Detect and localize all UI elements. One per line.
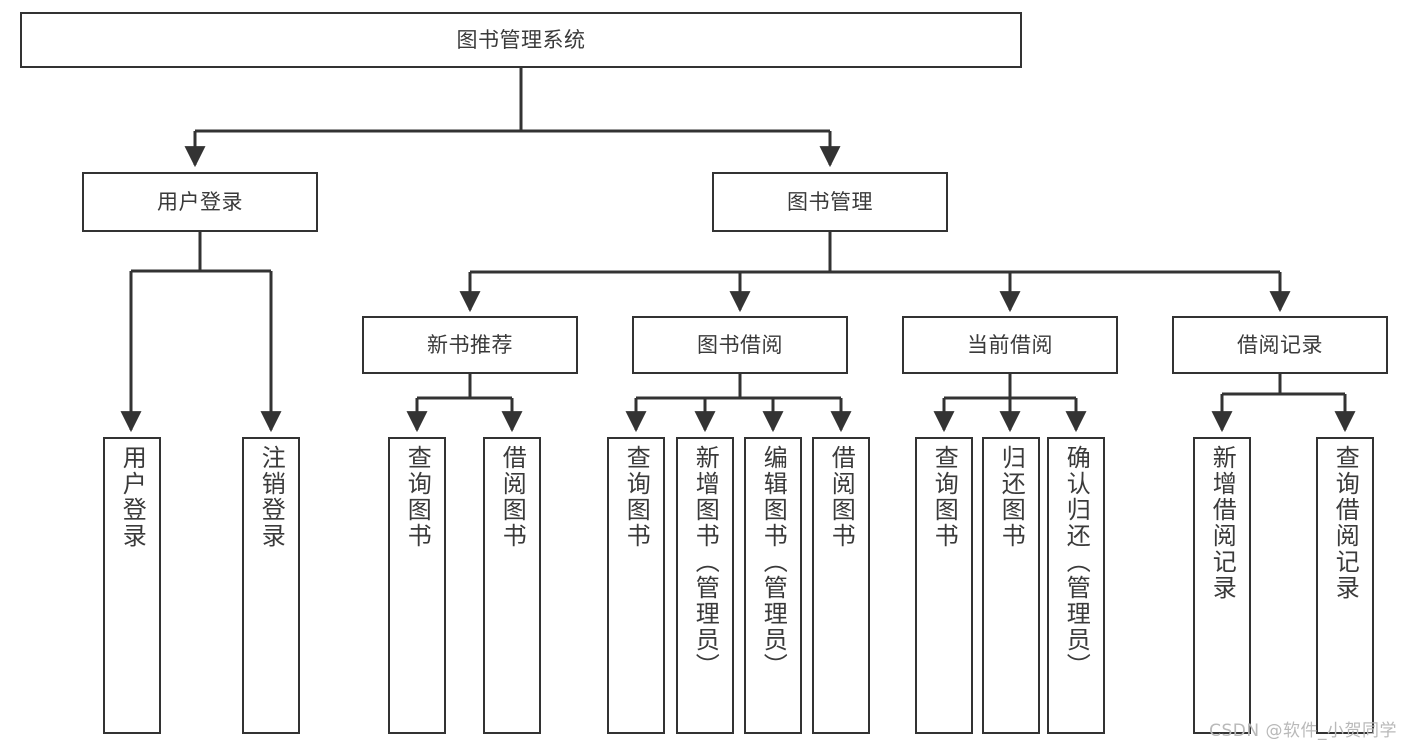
leaf-borrow-record-1-label: 查询借阅记录 <box>1331 445 1360 601</box>
leaf-user-login-1[interactable]: 注销登录 <box>242 437 300 734</box>
leaf-book-borrow-2[interactable]: 编辑图书（管理员） <box>744 437 802 734</box>
leaf-current-borrow-0-label: 查询图书 <box>930 445 959 549</box>
node-book-borrow-label: 图书借阅 <box>697 332 783 357</box>
node-current-borrow-label: 当前借阅 <box>967 332 1053 357</box>
node-book-borrow[interactable]: 图书借阅 <box>632 316 848 374</box>
leaf-user-login-1-label: 注销登录 <box>257 445 286 549</box>
node-root[interactable]: 图书管理系统 <box>20 12 1022 68</box>
leaf-new-book-recommend-0-label: 查询图书 <box>403 445 432 549</box>
leaf-book-borrow-3[interactable]: 借阅图书 <box>812 437 870 734</box>
leaf-new-book-recommend-1-label: 借阅图书 <box>498 445 527 549</box>
leaf-current-borrow-0[interactable]: 查询图书 <box>915 437 973 734</box>
leaf-user-login-0-label: 用户登录 <box>118 445 147 549</box>
node-new-book-recommend[interactable]: 新书推荐 <box>362 316 578 374</box>
node-borrow-record-label: 借阅记录 <box>1237 332 1323 357</box>
leaf-book-borrow-3-label: 借阅图书 <box>827 445 856 549</box>
node-current-borrow[interactable]: 当前借阅 <box>902 316 1118 374</box>
leaf-user-login-0[interactable]: 用户登录 <box>103 437 161 734</box>
leaf-current-borrow-2-label: 确认归还（管理员） <box>1062 445 1091 679</box>
leaf-book-borrow-2-label: 编辑图书（管理员） <box>759 445 788 679</box>
node-user-login[interactable]: 用户登录 <box>82 172 318 232</box>
node-new-book-recommend-label: 新书推荐 <box>427 332 513 357</box>
leaf-borrow-record-0-label: 新增借阅记录 <box>1208 445 1237 601</box>
node-root-label: 图书管理系统 <box>456 27 586 52</box>
leaf-book-borrow-0[interactable]: 查询图书 <box>607 437 665 734</box>
node-user-login-label: 用户登录 <box>157 189 243 214</box>
node-borrow-record[interactable]: 借阅记录 <box>1172 316 1388 374</box>
csdn-watermark: CSDN @软件_小贺同学 <box>1209 721 1397 741</box>
node-book-management[interactable]: 图书管理 <box>712 172 948 232</box>
leaf-borrow-record-0[interactable]: 新增借阅记录 <box>1193 437 1251 734</box>
leaf-current-borrow-2[interactable]: 确认归还（管理员） <box>1047 437 1105 734</box>
leaf-current-borrow-1[interactable]: 归还图书 <box>982 437 1040 734</box>
leaf-new-book-recommend-1[interactable]: 借阅图书 <box>483 437 541 734</box>
leaf-borrow-record-1[interactable]: 查询借阅记录 <box>1316 437 1374 734</box>
leaf-new-book-recommend-0[interactable]: 查询图书 <box>388 437 446 734</box>
leaf-book-borrow-1[interactable]: 新增图书（管理员） <box>676 437 734 734</box>
leaf-book-borrow-1-label: 新增图书（管理员） <box>691 445 720 679</box>
node-book-management-label: 图书管理 <box>787 189 873 214</box>
leaf-current-borrow-1-label: 归还图书 <box>997 445 1026 549</box>
leaf-book-borrow-0-label: 查询图书 <box>622 445 651 549</box>
